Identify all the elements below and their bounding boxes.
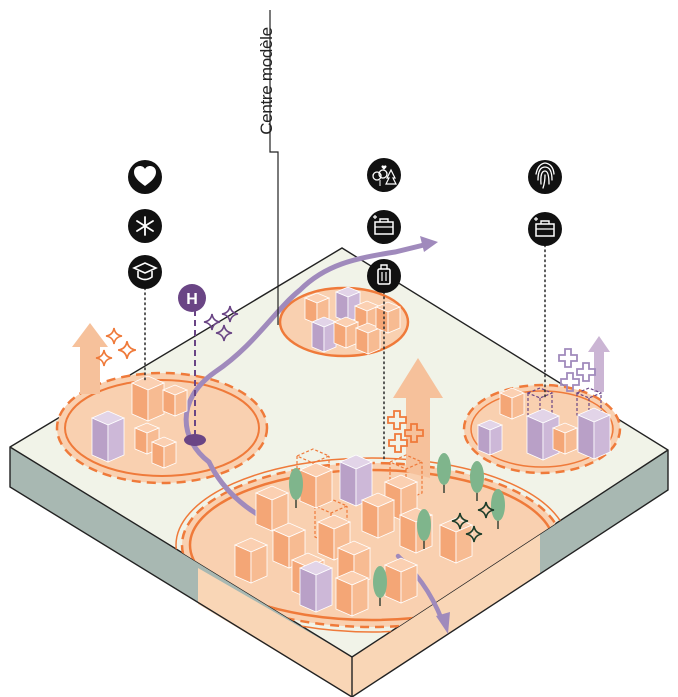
leader-lines [144,244,546,461]
hospital-letter: H [186,291,198,308]
briefcase-plus-icon [367,210,401,244]
luggage-icon [367,259,401,293]
center-label: Centre modèle [256,6,278,156]
center-label-text: Centre modèle [257,27,277,135]
graduation-cap-icon [128,255,162,289]
leisure-balloons-trees-icon [367,158,401,192]
center-label-leader [269,10,279,325]
growth-arrow-left [72,323,108,394]
heart-icon [128,160,162,194]
hospital-marker: H [178,284,206,436]
growth-arrow-right [588,336,610,392]
briefcase-plus-icon [528,212,562,246]
plus-purple [558,348,596,392]
asterisk-icon [128,209,162,243]
growth-arrow-center [393,358,443,478]
fingerprint-icon [528,160,562,194]
